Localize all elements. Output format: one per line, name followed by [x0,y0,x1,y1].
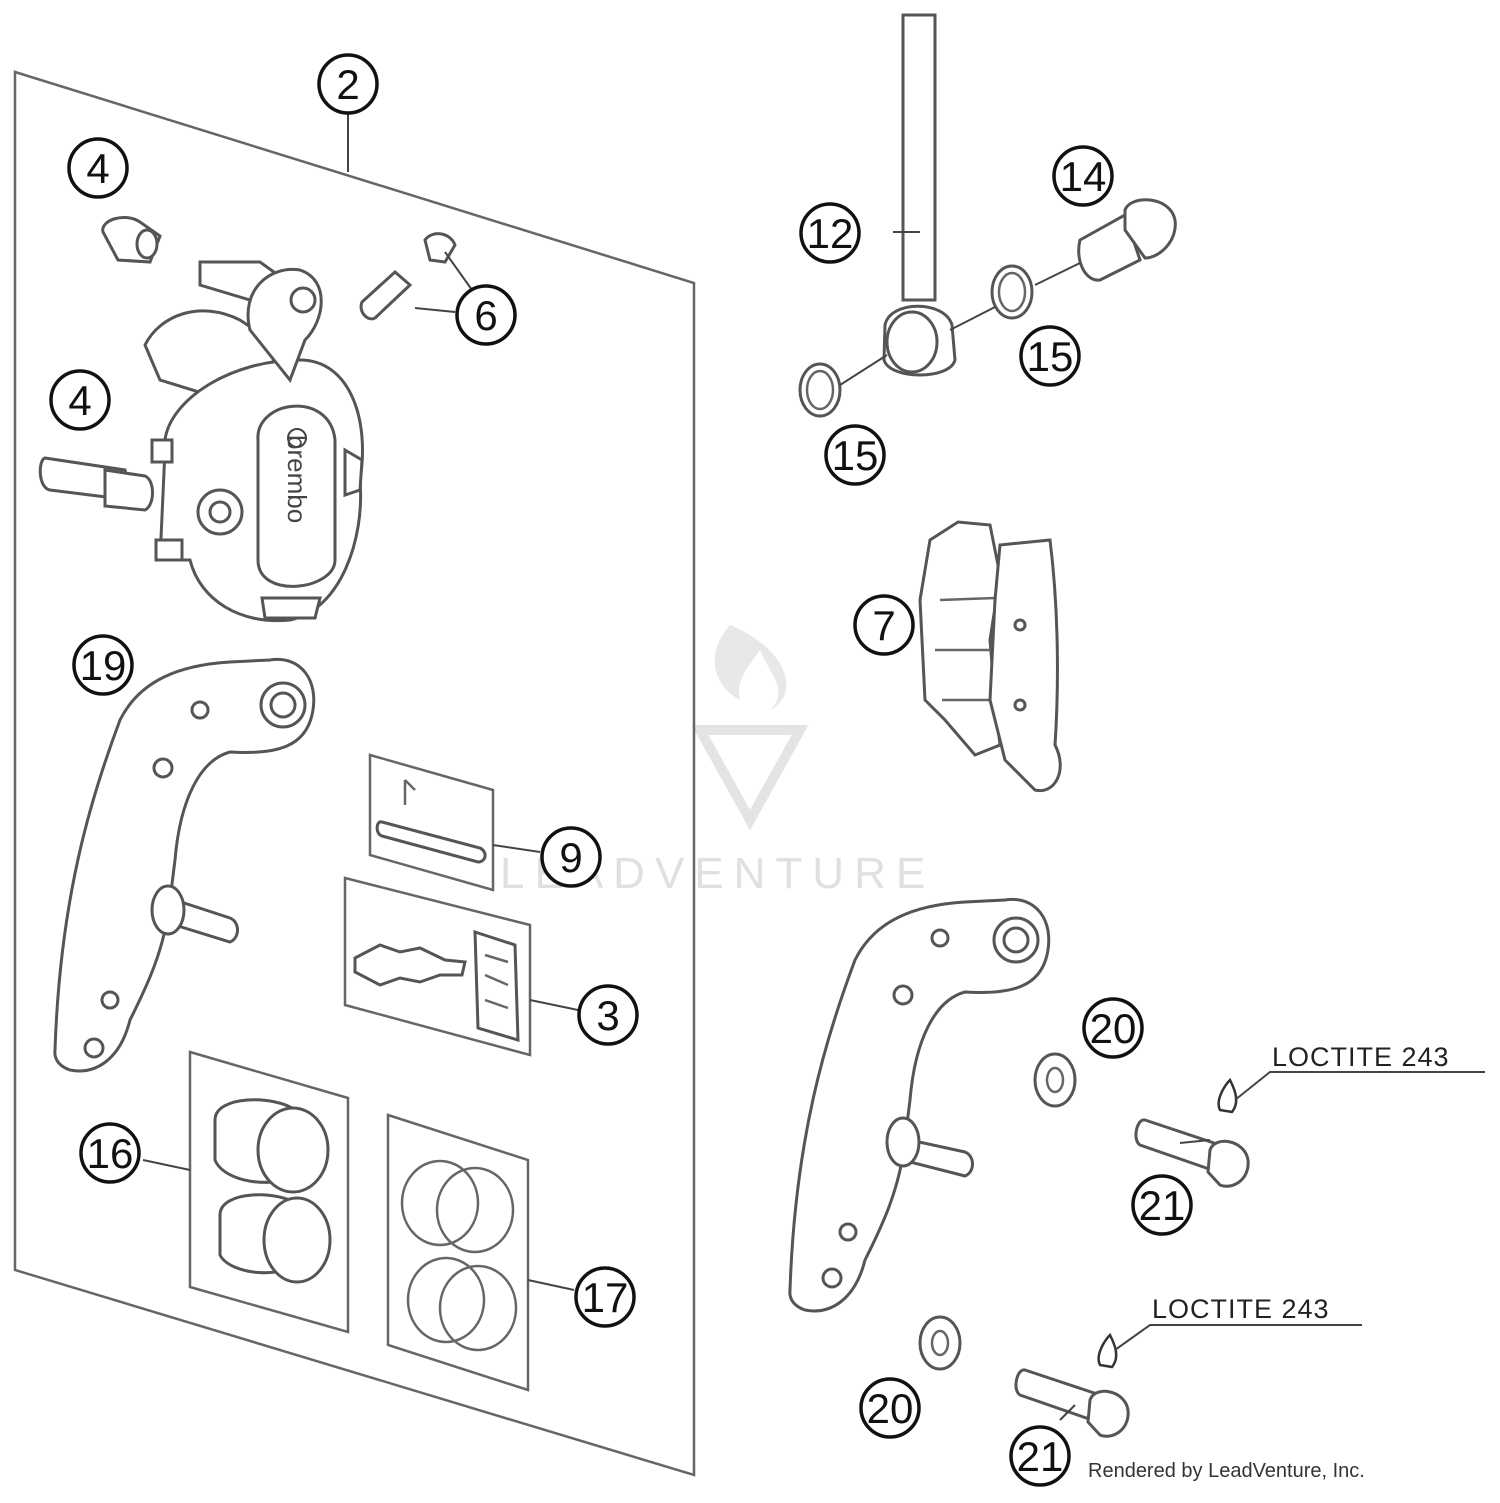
part-4-upper [101,216,162,264]
caliper-bracket-19 [53,657,316,1073]
callout-4-lower-label: 4 [68,377,91,424]
credit-text: Rendered by LeadVenture, Inc. [1088,1460,1365,1482]
callout-19-label: 19 [80,642,127,689]
callout-6-label: 6 [474,292,497,339]
callout-14: 14 [1052,145,1114,207]
callout-19: 19 [72,634,134,696]
leader-lines [142,113,1485,1421]
callout-6: 6 [455,284,517,346]
callout-2-label: 2 [336,61,359,108]
washers-15 [798,264,1034,418]
callout-16: 16 [79,1122,141,1184]
loctite-note-lower: LOCTITE 243 [1152,1294,1330,1324]
callout-9: 9 [540,826,602,888]
callout-7: 7 [853,594,915,656]
callout-3: 3 [577,984,639,1046]
callout-2: 2 [317,53,379,115]
callout-15-right-label: 15 [1027,333,1074,380]
callout-12: 12 [799,202,861,264]
callout-4-lower: 4 [49,369,111,431]
callout-15-left: 15 [824,424,886,486]
callout-4-upper-label: 4 [86,145,109,192]
kit-3-clips [343,876,532,1057]
callout-9-label: 9 [559,834,582,881]
callout-17: 17 [574,1266,636,1328]
brake-line-12 [882,13,957,377]
callout-20-lower-label: 20 [867,1385,914,1432]
caliper-bracket-right [788,897,1051,1313]
washers-20 [918,1052,1077,1371]
kit-16-pistons [188,1050,350,1334]
kit-outline [13,70,696,1477]
brake-pads-7 [918,520,1062,793]
loctite-note-upper: LOCTITE 243 [1272,1042,1450,1072]
part-6-bleeder [359,232,457,321]
callout-14-label: 14 [1060,153,1107,200]
callout-21-lower-label: 21 [1017,1433,1064,1480]
kit-17-seals [386,1113,530,1392]
callout-20-upper-label: 20 [1090,1005,1137,1052]
callout-16-label: 16 [87,1130,134,1177]
caliper-brand-label: brembo [282,435,312,523]
callout-15-left-label: 15 [832,432,879,479]
callout-15-right: 15 [1019,325,1081,387]
brake-caliper: brembo [143,260,364,623]
callout-7-label: 7 [872,602,895,649]
callout-21-upper: 21 [1131,1174,1193,1236]
callout-21-upper-label: 21 [1139,1182,1186,1229]
banjo-bolt-14 [1077,198,1177,282]
callout-20-upper: 20 [1082,997,1144,1059]
part-4-lower [38,456,154,512]
kit-9-pin [368,753,495,892]
callout-21-lower: 21 [1009,1425,1071,1487]
callout-4-upper: 4 [67,137,129,199]
callout-3-label: 3 [596,992,619,1039]
callout-20-lower: 20 [859,1377,921,1439]
callout-17-label: 17 [582,1274,629,1321]
bolts-21 [1014,1077,1250,1438]
callout-12-label: 12 [807,210,854,257]
